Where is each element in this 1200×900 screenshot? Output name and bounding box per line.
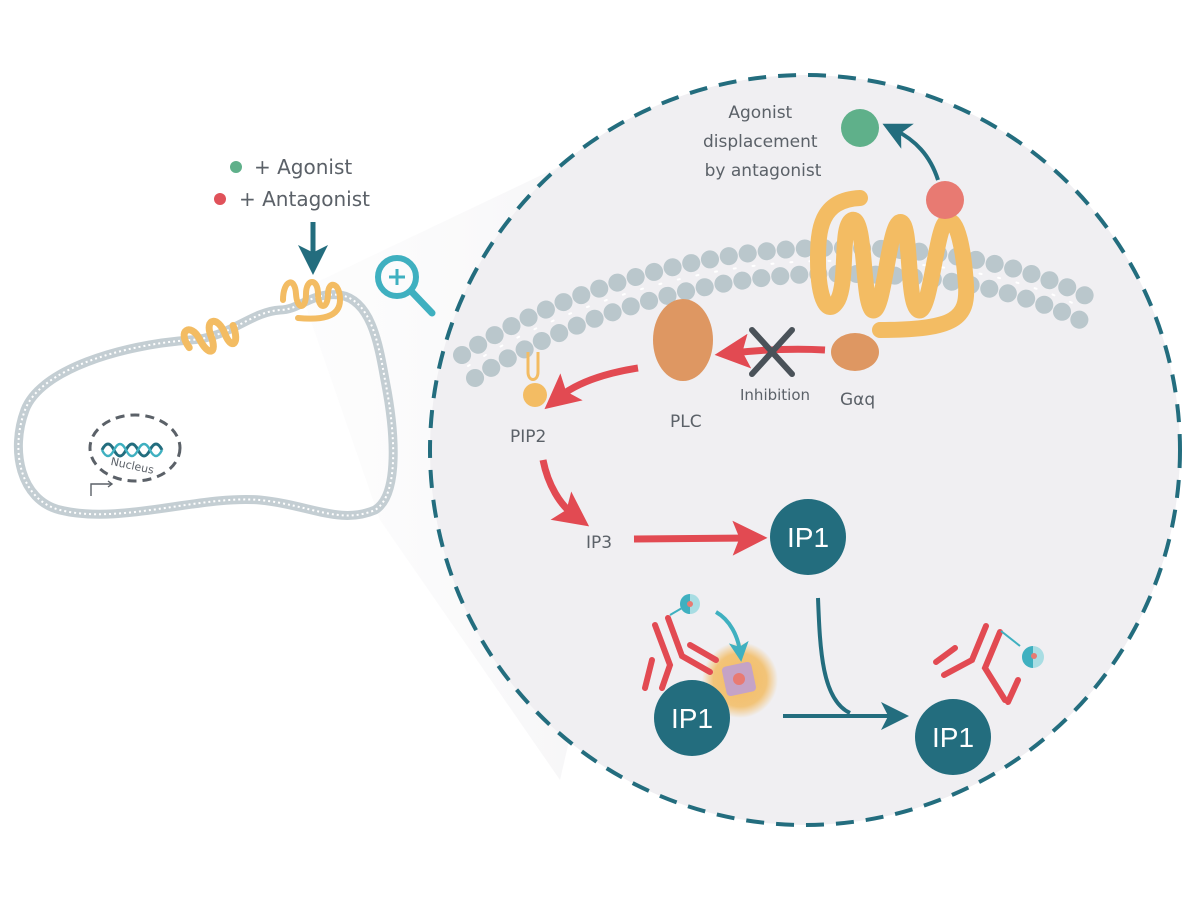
- energy-transfer-arrow: [714, 610, 749, 662]
- pip2-molecule: [523, 352, 547, 407]
- gaq-protein: [831, 333, 879, 371]
- transcription-start-icon: [90, 483, 112, 496]
- legend-antagonist-label: + Antagonist: [239, 187, 370, 211]
- agonist-displaced: [841, 109, 879, 147]
- ip1-free-label: IP1: [787, 522, 829, 553]
- inhibition-x-icon: [749, 327, 795, 377]
- gpcr-receptor: [810, 190, 975, 338]
- ip1-result: IP1: [915, 623, 1044, 775]
- receptor-small-left: [180, 317, 240, 355]
- displacement-arrow: [882, 123, 940, 181]
- zoom-circle: [428, 73, 1182, 827]
- inhibition-label: Inhibition: [740, 386, 810, 404]
- gaq-label: Gαq: [840, 390, 875, 410]
- receptor-small-top: [280, 279, 344, 322]
- plc-to-pip2-arrow: [544, 364, 639, 410]
- nucleus-label: Nucleus: [110, 455, 156, 477]
- displacement-label: Agonist displacement by antagonist: [703, 103, 823, 181]
- inhibited-activation-arrow: [714, 333, 826, 369]
- antagonist-bound: [926, 181, 964, 219]
- pip2-label: PIP2: [510, 427, 546, 447]
- competition-arrow: [816, 597, 851, 715]
- plc-enzyme: [653, 299, 713, 381]
- nucleus: [88, 413, 182, 483]
- agonist-dot: [230, 161, 242, 173]
- plc-label: PLC: [670, 412, 702, 432]
- ip1-bound-label: IP1: [671, 703, 713, 734]
- ip3-to-ip1-arrow: [633, 520, 768, 556]
- dna-helix-icon: [100, 442, 164, 458]
- cell: Nucleus: [14, 279, 398, 520]
- ip1-result-label: IP1: [932, 722, 974, 753]
- antibody-free-icon: [933, 623, 1021, 705]
- pip2-to-ip3-arrow: [539, 459, 590, 527]
- legend-agonist-label: + Agonist: [254, 155, 352, 179]
- fret-complex: IP1: [642, 594, 778, 756]
- ip3-label: IP3: [586, 533, 612, 553]
- antibody-bound-icon: [642, 615, 719, 691]
- antagonist-dot: [214, 193, 226, 205]
- legend: + Agonist + Antagonist: [214, 155, 370, 275]
- magnifier-icon[interactable]: [375, 255, 436, 317]
- ip1-free: IP1: [770, 499, 846, 575]
